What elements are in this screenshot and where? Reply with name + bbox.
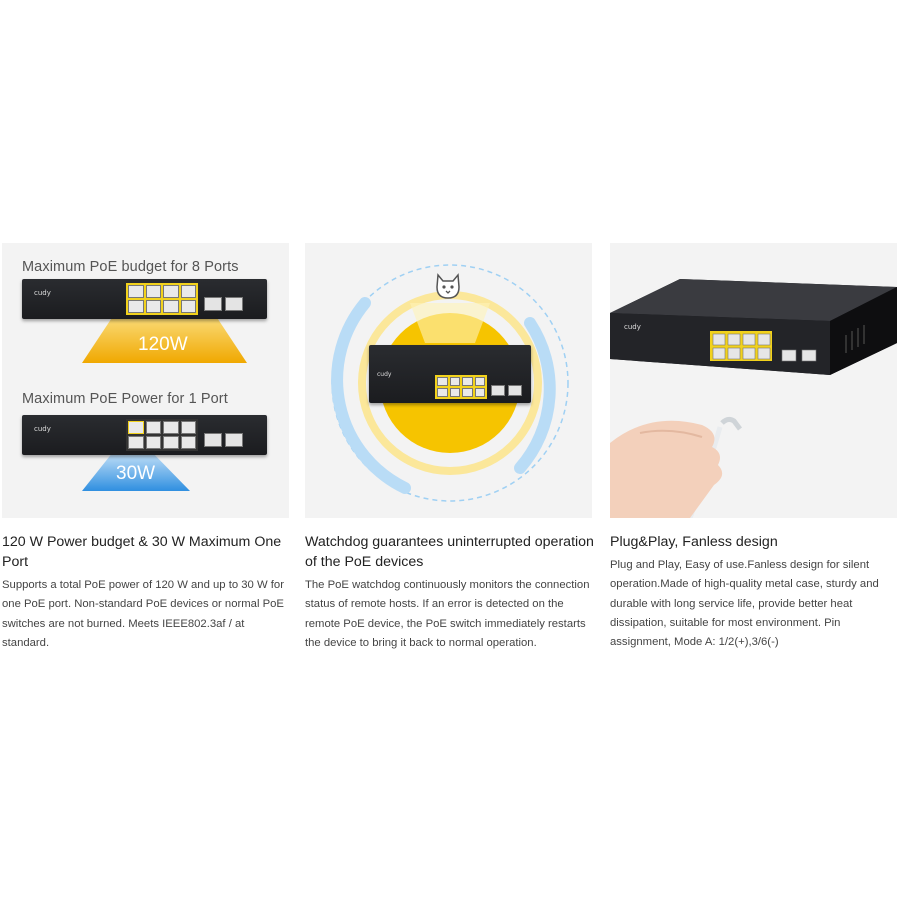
hand-with-cable — [610, 416, 742, 518]
caption-heading: Plug&Play, Fanless design — [610, 534, 778, 550]
poe-port-title: Maximum PoE Power for 1 Port — [22, 391, 228, 407]
switch-bottom: cudy — [22, 415, 267, 455]
poe-port-block — [126, 419, 198, 451]
switch-top: cudy — [22, 279, 267, 319]
dog-face-icon — [433, 271, 463, 301]
poe-budget-caption: 120 W Power budget & 30 W Maximum One Po… — [2, 532, 292, 653]
switch-brand-label: cudy — [34, 289, 51, 297]
watchdog-switch: cudy — [369, 345, 531, 403]
poe-budget-panel: Maximum PoE budget for 8 Ports 120W cudy… — [2, 243, 289, 518]
caption-heading: 120 W Power budget & 30 W Maximum One Po… — [2, 534, 282, 570]
caption-heading: Watchdog guarantees uninterrupted operat… — [305, 534, 594, 570]
poe-port-block — [435, 375, 487, 399]
caption-body: Supports a total PoE power of 120 W and … — [2, 579, 284, 649]
fanless-panel: cudy — [610, 243, 897, 518]
poe-budget-watt: 120W — [138, 334, 188, 355]
fanless-caption: Plug&Play, Fanless design Plug and Play,… — [610, 532, 900, 652]
uplink-ports — [204, 297, 243, 311]
poe-port-block — [126, 283, 198, 315]
switch-brand-label: cudy — [377, 371, 392, 378]
uplink-ports — [204, 433, 243, 447]
fanless-switch — [610, 279, 897, 375]
poe-budget-title: Maximum PoE budget for 8 Ports — [22, 259, 239, 275]
blue-power-beam — [82, 447, 190, 491]
poe-port-watt: 30W — [116, 463, 156, 484]
caption-body: Plug and Play, Easy of use.Fanless desig… — [610, 559, 879, 649]
switch-brand-label: cudy — [34, 425, 51, 433]
uplink-ports — [491, 385, 522, 396]
watchdog-caption: Watchdog guarantees uninterrupted operat… — [305, 532, 595, 653]
watchdog-panel: cudy — [305, 243, 592, 518]
caption-body: The PoE watchdog continuously monitors t… — [305, 579, 590, 649]
switch-brand-label: cudy — [624, 323, 641, 331]
